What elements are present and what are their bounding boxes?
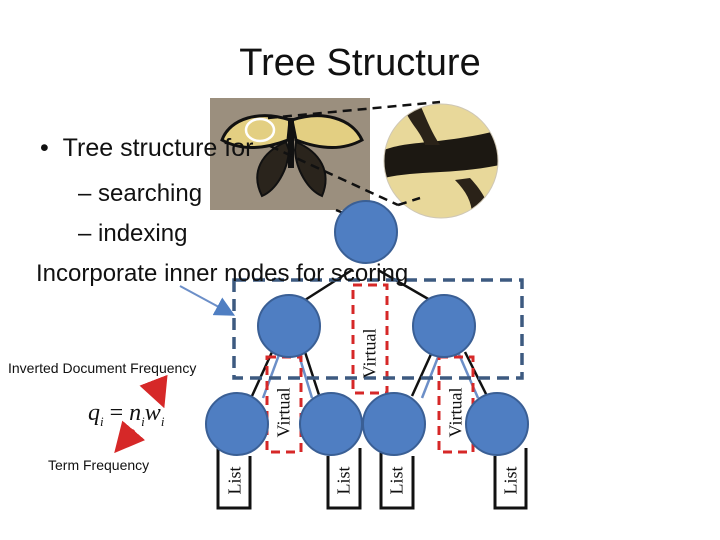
scoring-formula: qi = niwi xyxy=(88,400,164,430)
virtual-label-left: Virtual xyxy=(273,387,294,438)
wing-zoom-circle xyxy=(383,103,499,219)
sub-item-indexing: – indexing xyxy=(78,220,188,247)
idf-arrow xyxy=(139,374,168,409)
list-label-4: List xyxy=(500,466,521,495)
virtual-label-right: Virtual xyxy=(445,387,466,438)
tf-arrow xyxy=(114,420,146,454)
root-node xyxy=(334,200,398,264)
formula-n-index: i xyxy=(141,413,145,429)
leaf-node-1 xyxy=(205,392,269,456)
list-label-1: List xyxy=(224,466,245,495)
formula-w-index: i xyxy=(160,413,165,429)
tf-label: Term Frequency xyxy=(48,457,150,473)
formula-n: n xyxy=(129,400,142,426)
leaf-node-4 xyxy=(465,392,529,456)
tree-nodes xyxy=(205,200,529,456)
formula-q: q xyxy=(88,400,100,426)
list-label-3: List xyxy=(386,466,407,495)
bullet-dot: • xyxy=(40,134,63,162)
slide-title: Tree Structure xyxy=(239,42,481,84)
callout-arrow xyxy=(179,285,236,316)
formula-w: w xyxy=(144,400,161,426)
virtual-label-top: Virtual xyxy=(359,328,380,379)
callout-text: Incorporate inner nodes for scoring xyxy=(36,260,409,287)
inner-node-right xyxy=(412,294,476,358)
bullet-item: • Tree structure for xyxy=(40,134,253,163)
bullet-text: Tree structure for xyxy=(62,134,254,162)
inner-nodes-box xyxy=(232,278,524,380)
formula-equals: = xyxy=(109,400,124,426)
idf-label: Inverted Document Frequency xyxy=(8,360,197,376)
inner-node-left xyxy=(257,294,321,358)
tree-edges xyxy=(250,268,490,399)
leaf-node-3 xyxy=(362,392,426,456)
list-label-2: List xyxy=(333,466,354,495)
formula-q-index: i xyxy=(100,413,104,429)
sub-item-searching: – searching xyxy=(78,180,203,207)
leaf-node-2 xyxy=(299,392,363,456)
list-columns xyxy=(216,448,528,510)
